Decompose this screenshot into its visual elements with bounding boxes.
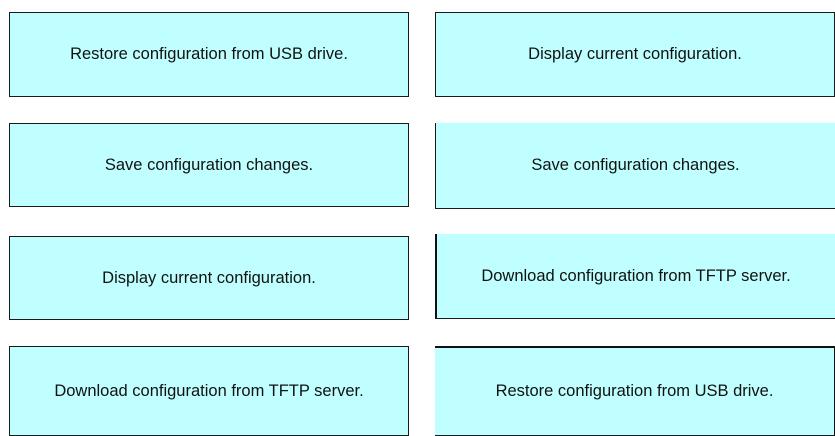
option-display-config[interactable]: Display current configuration. [9,236,409,320]
option-save-changes[interactable]: Save configuration changes. [9,123,409,207]
target-label: Display current configuration. [528,45,742,63]
target-save-changes[interactable]: Save configuration changes. [435,123,835,209]
target-label: Download configuration from TFTP server. [481,266,791,285]
target-download-tftp[interactable]: Download configuration from TFTP server. [435,234,835,319]
option-restore-usb[interactable]: Restore configuration from USB drive. [9,12,409,97]
option-label: Save configuration changes. [104,155,314,174]
option-label: Display current configuration. [102,268,316,287]
target-label: Restore configuration from USB drive. [495,382,774,400]
option-label: Restore configuration from USB drive. [70,45,348,63]
option-download-tftp[interactable]: Download configuration from TFTP server. [9,346,409,436]
target-label: Save configuration changes. [531,156,740,174]
target-restore-usb[interactable]: Restore configuration from USB drive. [435,346,835,436]
target-display-config[interactable]: Display current configuration. [435,12,835,97]
option-label: Download configuration from TFTP server. [54,381,364,400]
